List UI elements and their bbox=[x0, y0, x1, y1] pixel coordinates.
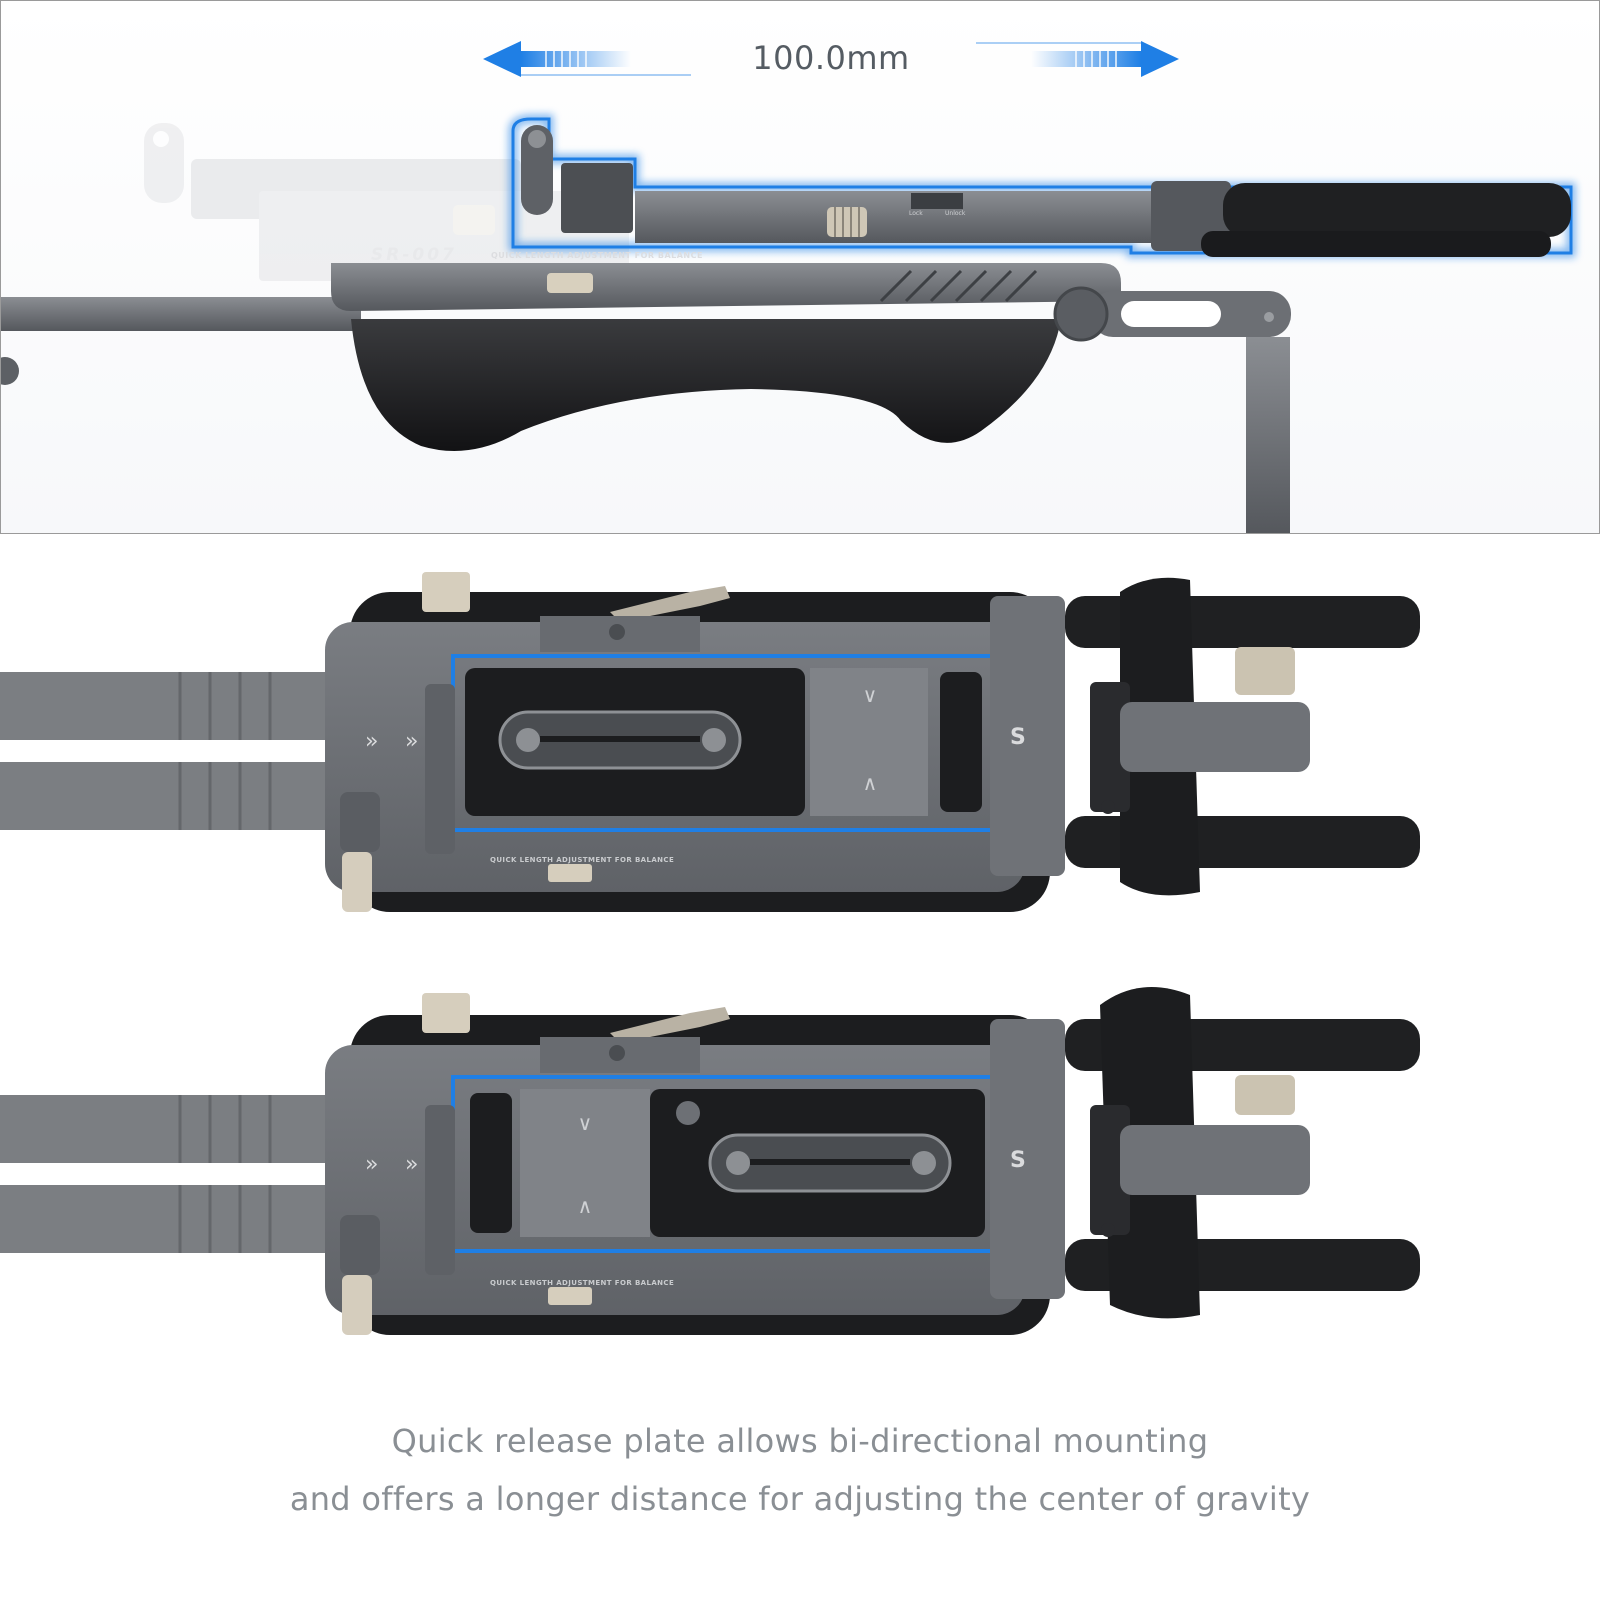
shoulder-rail bbox=[1, 297, 361, 331]
release-lever bbox=[610, 586, 730, 622]
rail-text: QUICK LENGTH ADJUSTMENT FOR BALANCE bbox=[490, 856, 675, 864]
right-arrow-icon bbox=[976, 41, 1179, 77]
rod-upper bbox=[1223, 183, 1571, 237]
shoulder-pad bbox=[351, 319, 1061, 451]
model-label: SR-007 bbox=[371, 245, 457, 265]
left-arrow-icon bbox=[483, 41, 691, 77]
quick-release-plate bbox=[635, 191, 1165, 243]
rod-lower bbox=[1201, 231, 1551, 257]
rail-text: QUICK LENGTH ADJUSTMENT FOR BALANCE bbox=[490, 1279, 675, 1287]
strap-upper bbox=[0, 1095, 330, 1163]
release-lever bbox=[610, 1007, 730, 1043]
svg-text:∧: ∧ bbox=[863, 771, 878, 795]
caption-line-1: Quick release plate allows bi-directiona… bbox=[391, 1422, 1209, 1460]
svg-text:∨: ∨ bbox=[578, 1111, 593, 1135]
svg-text:»: » bbox=[365, 729, 378, 754]
release-knob bbox=[827, 207, 867, 237]
svg-text:∨: ∨ bbox=[863, 683, 878, 707]
unlock-text: Unlock bbox=[945, 210, 966, 217]
strap-lower bbox=[0, 1185, 330, 1253]
support-arm bbox=[1246, 337, 1290, 533]
side-view-panel: 100.0mm SR-007 QUICK LENGTH ADJUSTMENT F… bbox=[0, 0, 1600, 534]
measurement-label: 100.0mm bbox=[752, 39, 910, 77]
svg-text:S: S bbox=[1010, 725, 1026, 750]
hinge bbox=[1120, 702, 1310, 772]
side-view-illustration bbox=[1, 41, 1576, 533]
svg-text:S: S bbox=[1010, 1148, 1026, 1173]
hinge bbox=[1120, 1125, 1310, 1195]
lock-text: Lock bbox=[909, 210, 923, 217]
side-button bbox=[547, 273, 593, 293]
lock-lever bbox=[521, 125, 553, 215]
svg-text:»: » bbox=[405, 1152, 418, 1177]
top-view-reversed: ∨ ∧ » » S QUICK LENGTH ADJUSTMENT FOR BA… bbox=[0, 985, 1600, 1385]
strap-lower bbox=[0, 762, 330, 830]
base-body bbox=[331, 263, 1121, 311]
top-view-forward: ∨ ∧ » » S QUICK LENGTH ADJUSTMENT FOR BA… bbox=[0, 572, 1600, 972]
caption-line-2: and offers a longer distance for adjusti… bbox=[289, 1480, 1311, 1518]
svg-text:∧: ∧ bbox=[578, 1194, 593, 1218]
top-view-forward-illustration: ∨ ∧ » » S bbox=[0, 572, 1420, 912]
rail-text: QUICK LENGTH ADJUSTMENT FOR BALANCE bbox=[491, 251, 703, 260]
rod-lower bbox=[1065, 816, 1420, 868]
rod-upper bbox=[1065, 596, 1420, 648]
svg-text:»: » bbox=[365, 1152, 378, 1177]
top-view-reversed-illustration: ∨ ∧ » » S bbox=[0, 987, 1420, 1335]
strap-upper bbox=[0, 672, 330, 740]
svg-text:»: » bbox=[405, 729, 418, 754]
